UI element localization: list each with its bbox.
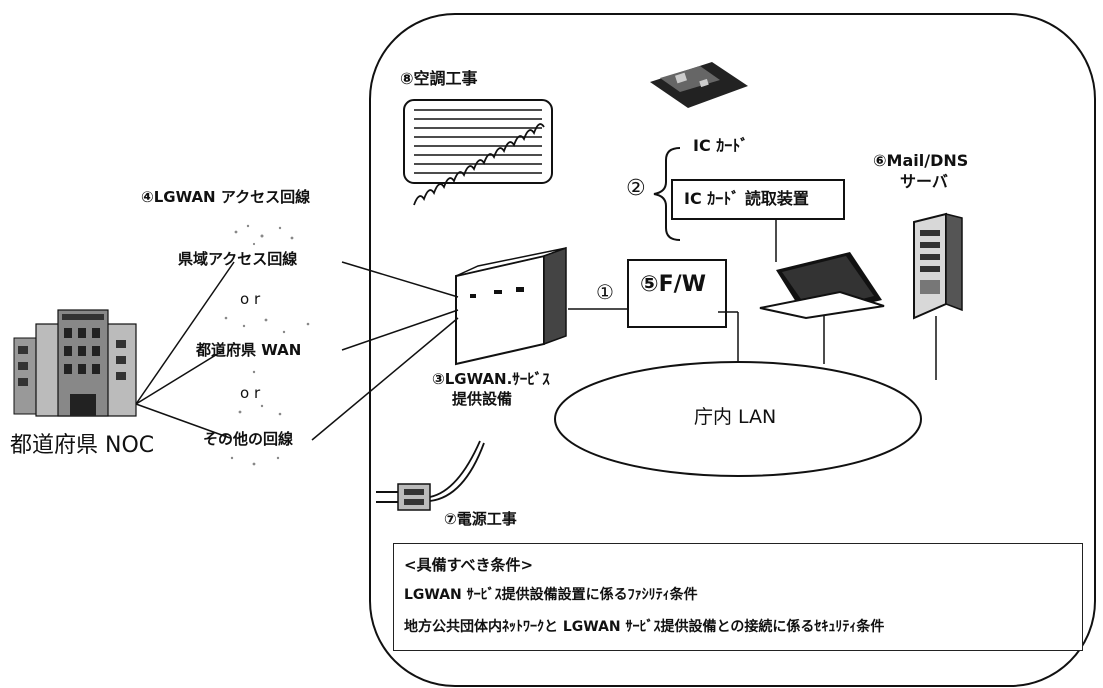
requirement-item-2: 地方公共団体内ﾈｯﾄﾜｰｸと LGWAN ｻｰﾋﾞｽ提供設備との接続に係るｾｷｭ… <box>404 619 885 635</box>
mail-dns-label: ⑥Mail/DNS <box>873 151 969 170</box>
facility-boundary <box>369 13 1096 687</box>
cloud-texture <box>224 224 310 466</box>
or-label-1: o r <box>240 290 261 308</box>
aircon-label: ⑧空調工事 <box>400 69 478 88</box>
firewall-box <box>627 259 727 328</box>
service-label-2: 提供設備 <box>452 390 513 408</box>
service-device-icon <box>455 246 567 366</box>
requirement-item-1: LGWAN ｻｰﾋﾞｽ提供設備設置に係るﾌｧｼﾘﾃｨ条件 <box>404 587 698 603</box>
service-label-1: ③LGWAN.ｻｰﾋﾞｽ <box>432 370 550 388</box>
circled-one-label: ① <box>596 280 614 304</box>
pref-access-label: 県域アクセス回線 <box>178 250 298 268</box>
plug-icon <box>376 440 485 511</box>
requirements-title: <具備すべき条件> <box>404 556 534 574</box>
lan-label: 庁内 LAN <box>694 406 777 428</box>
requirements-box: <具備すべき条件> LGWAN ｻｰﾋﾞｽ提供設備設置に係るﾌｧｼﾘﾃｨ条件 地… <box>393 543 1083 651</box>
ic-reader-box <box>671 179 845 220</box>
ic-card-icon <box>650 62 748 108</box>
laptop-icon <box>759 252 885 320</box>
firewall-label: ⑤F/W <box>640 272 706 297</box>
noc-label: 都道府県 NOC <box>10 433 155 458</box>
server-label: サーバ <box>900 172 948 191</box>
pref-wan-label: 都道府県 WAN <box>196 341 302 359</box>
circled-two-label: ② <box>626 176 646 201</box>
power-label: ⑦電源工事 <box>444 510 517 528</box>
aircon-icon <box>403 99 553 206</box>
ic-reader-label: IC ｶｰﾄﾞ 読取装置 <box>684 189 809 208</box>
other-line-label: その他の回線 <box>203 430 294 448</box>
or-label-2: o r <box>240 384 261 402</box>
building-icon <box>13 309 137 417</box>
ic-brace <box>653 147 681 241</box>
server-icon <box>913 212 963 320</box>
lgwan-access-label: ④LGWAN アクセス回線 <box>141 188 311 206</box>
ic-card-label: IC ｶｰﾄﾞ <box>693 136 749 155</box>
